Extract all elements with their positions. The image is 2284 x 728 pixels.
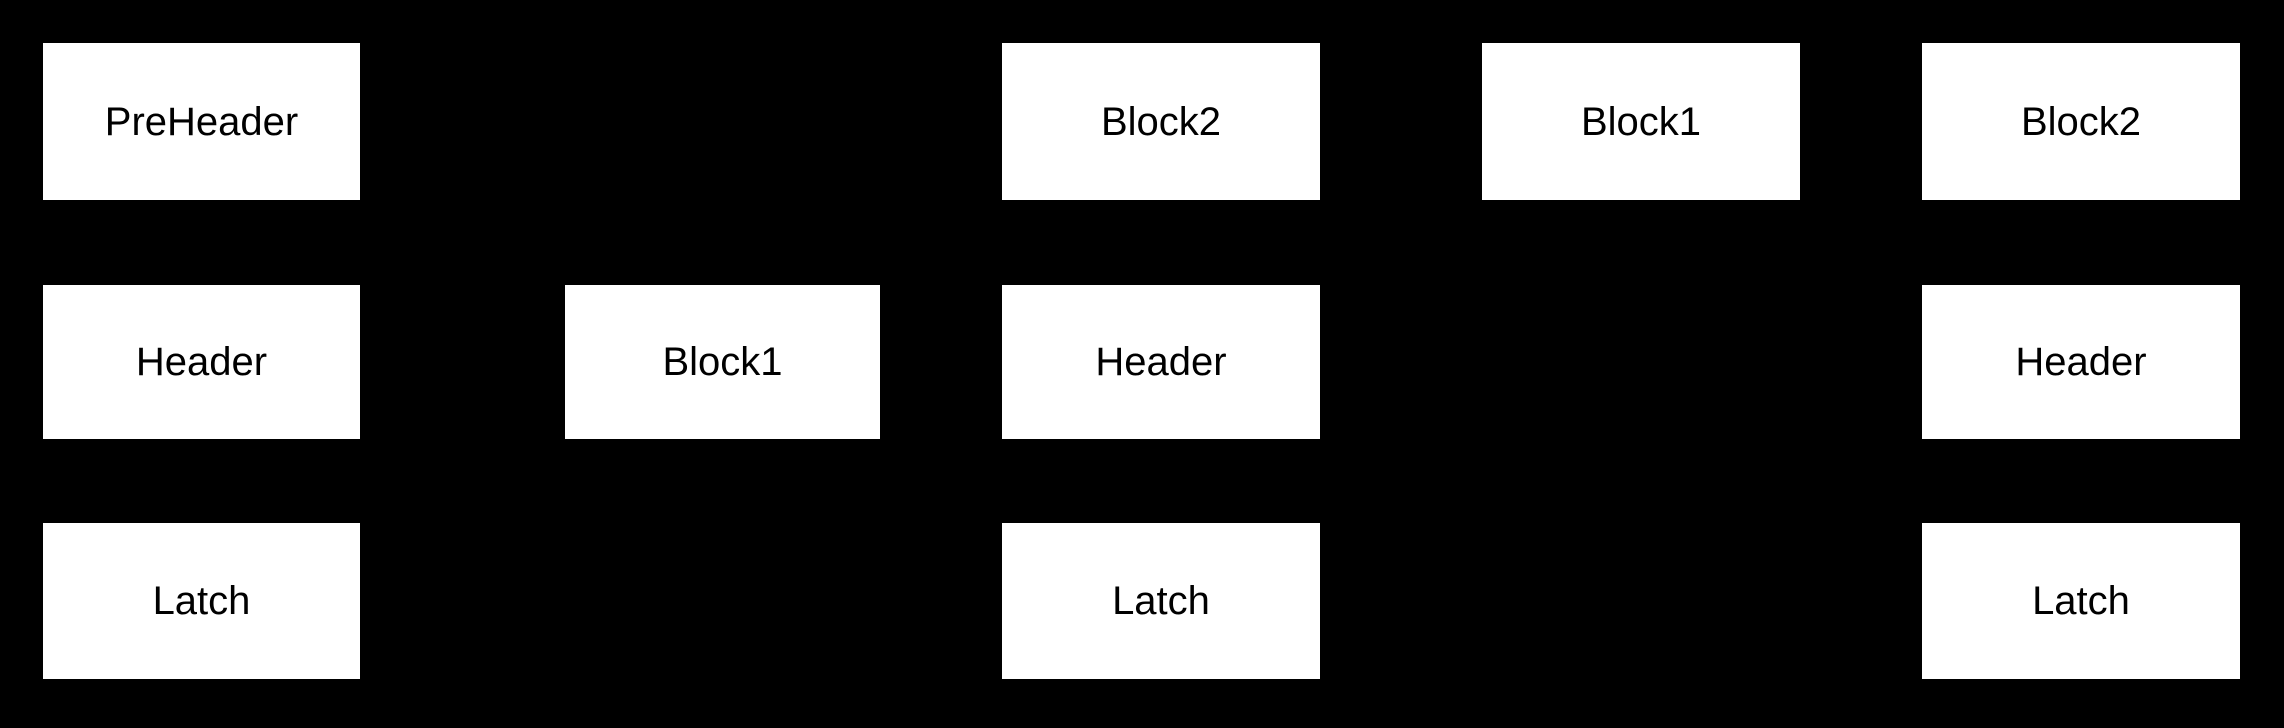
block-node[interactable]: Latch	[43, 523, 360, 679]
block-node[interactable]: Block1	[565, 285, 880, 439]
block-node[interactable]: Block2	[1922, 43, 2240, 200]
block-node-label: Header	[135, 340, 268, 384]
block-node-label: Latch	[2032, 579, 2130, 623]
block-node-label: PreHeader	[104, 99, 299, 144]
block-node-label: Header	[2015, 340, 2147, 384]
block-node-label: Latch	[152, 579, 251, 623]
block-node-label: Block2	[2020, 99, 2142, 144]
block-node[interactable]: Latch	[1002, 523, 1320, 679]
block-node-label: Header	[1095, 340, 1227, 384]
block-node[interactable]: Latch	[1922, 523, 2240, 679]
block-node-label: Block2	[1100, 99, 1222, 144]
block-node[interactable]: Block2	[1002, 43, 1320, 200]
block-node-label: Latch	[1112, 579, 1210, 623]
block-node[interactable]: Block1	[1482, 43, 1800, 200]
block-node[interactable]: Header	[43, 285, 360, 439]
block-node[interactable]: Header	[1002, 285, 1320, 439]
block-node[interactable]: PreHeader	[43, 43, 360, 200]
block-node-label: Block1	[1580, 99, 1702, 144]
block-node-label: Block1	[662, 340, 783, 384]
block-node[interactable]: Header	[1922, 285, 2240, 439]
